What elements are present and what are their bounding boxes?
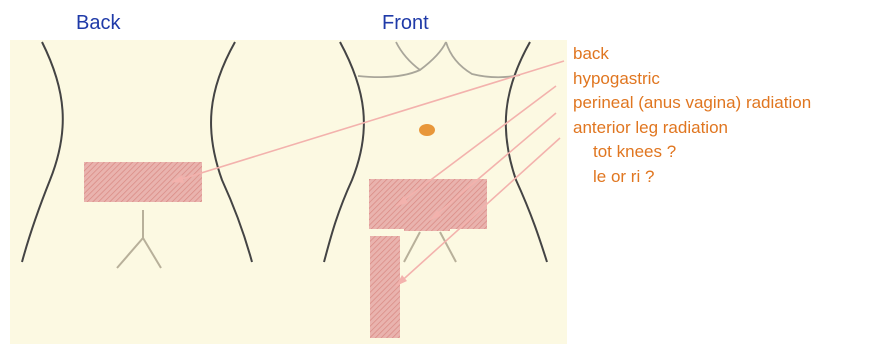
navel-mark [419, 124, 435, 136]
annotation-perineal: perineal (anus vagina) radiation [573, 91, 811, 116]
region-back [84, 162, 202, 202]
annotation-knees: tot knees ? [573, 140, 811, 165]
region-perineal [404, 211, 450, 231]
region-anterior-leg-upper [370, 236, 400, 338]
annotation-back: back [573, 42, 811, 67]
annotation-list: back hypogastric perineal (anus vagina) … [573, 42, 811, 189]
annotation-hypogastric: hypogastric [573, 67, 811, 92]
annotation-anterior-leg: anterior leg radiation [573, 116, 811, 141]
annotation-side: le or ri ? [573, 165, 811, 190]
